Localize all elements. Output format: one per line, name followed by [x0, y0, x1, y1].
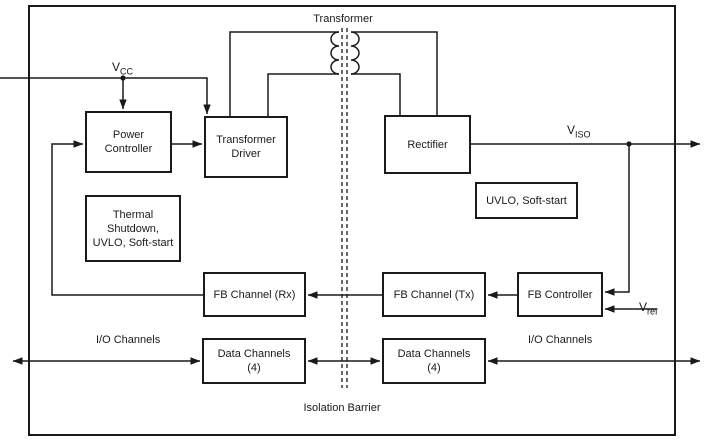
transformer-primary-coil-icon: [330, 31, 340, 75]
thermal-shutdown-uvlo-box: Thermal Shutdown, UVLO, Soft-start: [85, 195, 181, 262]
vref-label: Vref: [639, 300, 658, 316]
vref-label-base: V: [639, 300, 648, 314]
vcc-label: VCC: [112, 60, 133, 76]
transformer-label: Transformer: [313, 13, 373, 25]
vcc-junction-dot: [120, 75, 126, 81]
transformer-driver-primary-bottom-wire: [267, 73, 339, 116]
uvlo-soft-start-box: UVLO, Soft-start: [475, 182, 578, 219]
viso-label-base: V: [567, 123, 576, 137]
transformer-driver-primary-top-wire: [229, 31, 339, 116]
transformer-secondary-coil-icon: [350, 31, 360, 75]
io-channels-right-label: I/O Channels: [528, 334, 593, 346]
power-controller-box: Power Controller: [85, 111, 172, 173]
viso-label-sub: ISO: [575, 129, 591, 140]
vcc-label-sub: CC: [120, 66, 134, 77]
vref-label-sub: ref: [647, 306, 658, 317]
isolation-barrier-label: Isolation Barrier: [303, 402, 381, 414]
feedback-to-power-controller-wire: [51, 140, 203, 296]
vcc-rail-wire: [0, 77, 211, 115]
secondary-to-rectifier-top-wire: [351, 31, 438, 115]
data-channels-left-box: Data Channels (4): [202, 338, 306, 384]
fb-channel-tx-box: FB Channel (Tx): [382, 272, 486, 317]
io-channels-left-label: I/O Channels: [96, 334, 161, 346]
device-boundary: [28, 5, 676, 436]
viso-to-fb-controller-wire: [604, 144, 630, 296]
fb-controller-box: FB Controller: [517, 272, 603, 317]
transformer-driver-box: Transformer Driver: [204, 116, 288, 178]
rectifier-box: Rectifier: [384, 115, 471, 174]
viso-label: VISO: [567, 123, 591, 139]
vcc-label-base: V: [112, 60, 121, 74]
secondary-to-rectifier-bottom-wire: [351, 73, 401, 115]
fb-channel-rx-box: FB Channel (Rx): [203, 272, 306, 317]
data-channels-right-box: Data Channels (4): [382, 338, 486, 384]
